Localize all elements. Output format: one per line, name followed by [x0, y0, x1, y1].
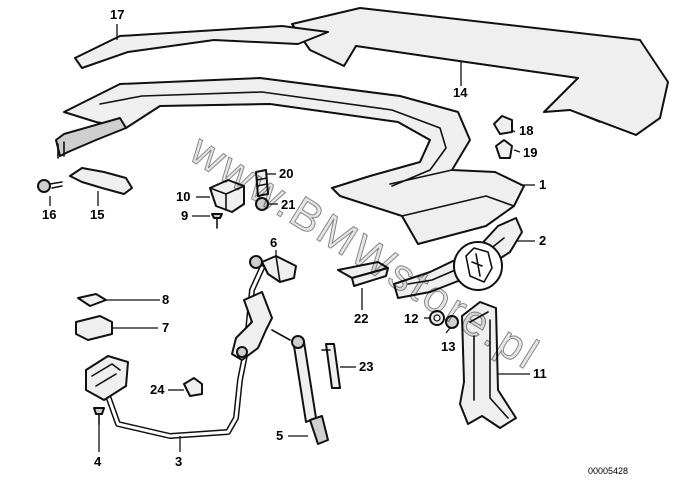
- callout-20[interactable]: 20: [279, 166, 294, 181]
- callout-18[interactable]: 18: [519, 123, 534, 138]
- part-3-linkage-arm[interactable]: [105, 255, 273, 439]
- callout-11[interactable]: 11: [533, 366, 547, 381]
- part-1-top-frame[interactable]: [55, 77, 525, 245]
- part-hinge-bracket[interactable]: [85, 355, 129, 401]
- part-22-cover-cap[interactable]: [337, 261, 389, 287]
- part-18-clip[interactable]: [493, 115, 513, 135]
- callout-3[interactable]: 3: [175, 454, 183, 469]
- part-13-nut[interactable]: [445, 315, 459, 329]
- callout-4[interactable]: 4: [94, 454, 102, 469]
- callout-8[interactable]: 8: [162, 292, 170, 307]
- part-15-handle[interactable]: [69, 167, 133, 195]
- part-6-link-bracket[interactable]: [261, 255, 297, 283]
- part-4-screw[interactable]: [93, 407, 105, 425]
- part-9-screw[interactable]: [211, 213, 223, 229]
- part-17-seal-strip[interactable]: [74, 25, 329, 69]
- detail-inset-circle: [453, 241, 503, 291]
- part-7-plate[interactable]: [75, 315, 113, 341]
- callout-16[interactable]: 16: [42, 207, 57, 222]
- part-11-mount-bracket[interactable]: [459, 301, 517, 429]
- callout-23[interactable]: 23: [359, 359, 374, 374]
- callout-13[interactable]: 13: [441, 339, 456, 354]
- leader-lines: [49, 24, 535, 452]
- part-24-buffer[interactable]: [183, 377, 203, 397]
- part-23-pin[interactable]: [321, 343, 341, 389]
- part-5-gas-strut[interactable]: [271, 329, 329, 445]
- part-19-rivet[interactable]: [495, 139, 513, 159]
- part-8-pad[interactable]: [77, 293, 107, 307]
- callout-10[interactable]: 10: [176, 189, 191, 204]
- part-20-bolt[interactable]: [255, 169, 269, 197]
- callout-22[interactable]: 22: [354, 311, 369, 326]
- callout-24[interactable]: 24: [150, 382, 165, 397]
- callout-5[interactable]: 5: [276, 428, 284, 443]
- callout-6[interactable]: 6: [270, 235, 278, 250]
- callout-9[interactable]: 9: [181, 208, 189, 223]
- callout-17[interactable]: 17: [110, 7, 125, 22]
- part-10-bracket[interactable]: [209, 179, 245, 213]
- callout-21[interactable]: 21: [281, 197, 296, 212]
- callout-15[interactable]: 15: [90, 207, 105, 222]
- callout-19[interactable]: 19: [523, 145, 538, 160]
- diagram-code: 00005428: [588, 466, 629, 476]
- callout-12[interactable]: 12: [404, 311, 419, 326]
- callout-2[interactable]: 2: [539, 233, 547, 248]
- callout-1[interactable]: 1: [539, 177, 547, 192]
- callout-7[interactable]: 7: [162, 320, 170, 335]
- callout-14[interactable]: 14: [453, 85, 468, 100]
- part-12-washer[interactable]: [429, 310, 445, 326]
- part-16-screw[interactable]: [37, 179, 63, 193]
